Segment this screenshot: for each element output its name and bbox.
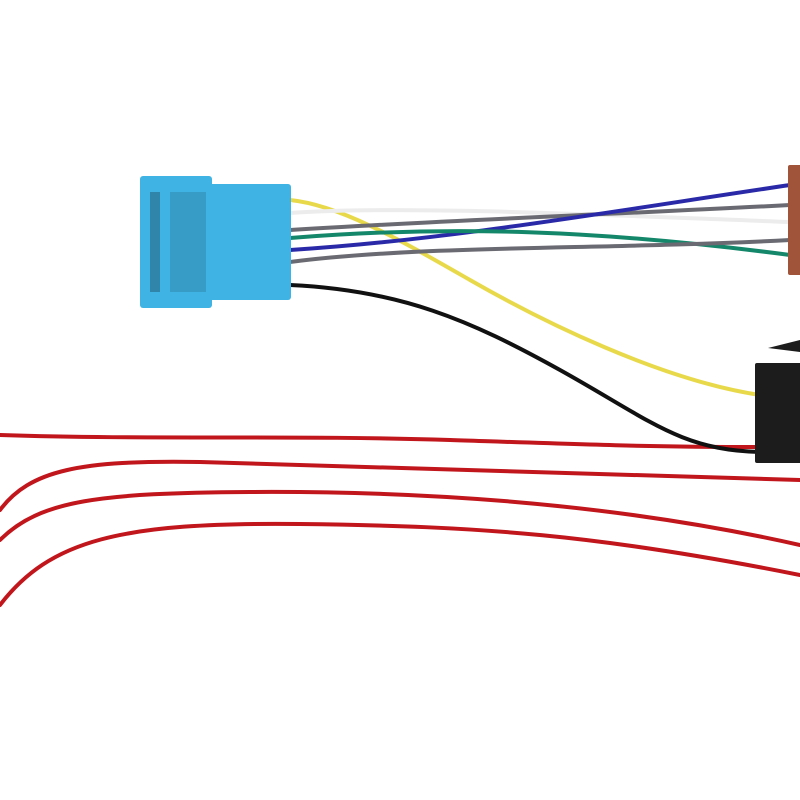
yellow-wire: [288, 198, 762, 397]
gray-wire-2: [288, 238, 792, 264]
brown-connector: [788, 165, 800, 275]
gray-wire-1: [288, 203, 792, 232]
red-wire-3: [0, 489, 800, 547]
blue-wire: [288, 183, 792, 252]
red-wire-4: [0, 521, 800, 607]
black-connector: [755, 340, 800, 463]
red-wire-1: [0, 433, 762, 449]
blue-connector: [140, 176, 291, 308]
black-wire: [288, 283, 762, 454]
red-wire-2: [0, 459, 800, 512]
green-wire: [288, 229, 792, 257]
white-wire: [288, 208, 792, 224]
